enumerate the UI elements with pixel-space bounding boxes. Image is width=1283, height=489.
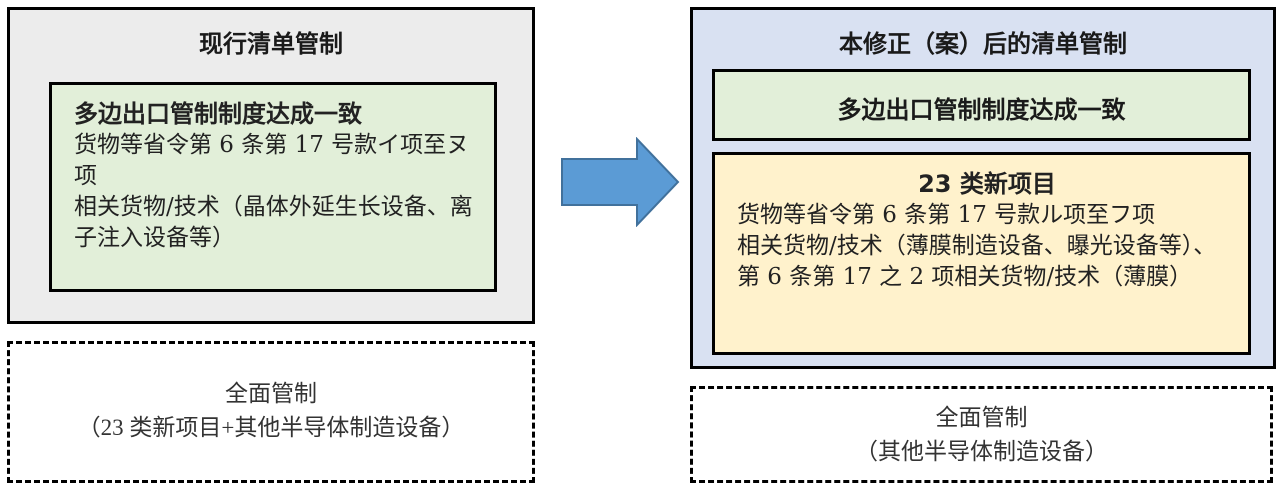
right-arrow-shape bbox=[561, 137, 680, 227]
catch-all-control-box-amended: 全面管制 （其他半导体制造设备） bbox=[690, 386, 1273, 483]
new-items-related-goods-line: 相关货物/技术（薄膜制造设备、曝光设备等）、第 6 条第 17 之 2 项相关货… bbox=[737, 233, 1217, 290]
new-items-text: 23 类新项目 货物等省令第 6 条第 17 号款ル项至フ项 相关货物/技术（薄… bbox=[737, 169, 1237, 293]
catch-all-label-amended: 全面管制 bbox=[935, 405, 1028, 430]
right-arrow-icon bbox=[561, 137, 680, 227]
amended-list-control-title: 本修正（案）后的清单管制 bbox=[839, 30, 1127, 58]
catch-all-scope: （23 类新项目+其他半导体制造设备） bbox=[77, 415, 465, 440]
multilateral-agreement-box: 多边出口管制制度达成一致 货物等省令第 6 条第 17 号款イ项至ヌ项 相关货物… bbox=[49, 82, 497, 292]
current-list-control-title: 现行清单管制 bbox=[199, 30, 343, 58]
related-goods-line: 相关货物/技术（晶体外延生长设备、离子注入设备等） bbox=[74, 194, 473, 251]
catch-all-control-text-amended: 全面管制 （其他半导体制造设备） bbox=[693, 401, 1270, 469]
current-list-control-panel: 现行清单管制 多边出口管制制度达成一致 货物等省令第 6 条第 17 号款イ项至… bbox=[7, 7, 535, 324]
multilateral-agreement-text: 多边出口管制制度达成一致 货物等省令第 6 条第 17 号款イ项至ヌ项 相关货物… bbox=[74, 99, 479, 254]
new-items-ordinance-line: 货物等省令第 6 条第 17 号款ル项至フ项 bbox=[737, 202, 1156, 228]
multilateral-agreement-heading: 多边出口管制制度达成一致 bbox=[74, 100, 362, 128]
new-items-box: 23 类新项目 货物等省令第 6 条第 17 号款ル项至フ项 相关货物/技术（薄… bbox=[712, 152, 1251, 355]
multilateral-agreement-heading-amended: 多边出口管制制度达成一致 bbox=[837, 96, 1126, 124]
catch-all-scope-amended: （其他半导体制造设备） bbox=[855, 439, 1108, 464]
ordinance-range-line: 货物等省令第 6 条第 17 号款イ项至ヌ项 bbox=[74, 132, 470, 189]
catch-all-control-box-current: 全面管制 （23 类新项目+其他半导体制造设备） bbox=[7, 341, 535, 483]
multilateral-agreement-box-amended: 多边出口管制制度达成一致 bbox=[712, 69, 1251, 141]
catch-all-label: 全面管制 bbox=[225, 381, 317, 406]
catch-all-control-text: 全面管制 （23 类新项目+其他半导体制造设备） bbox=[10, 377, 532, 445]
new-items-heading: 23 类新项目 bbox=[918, 170, 1056, 198]
